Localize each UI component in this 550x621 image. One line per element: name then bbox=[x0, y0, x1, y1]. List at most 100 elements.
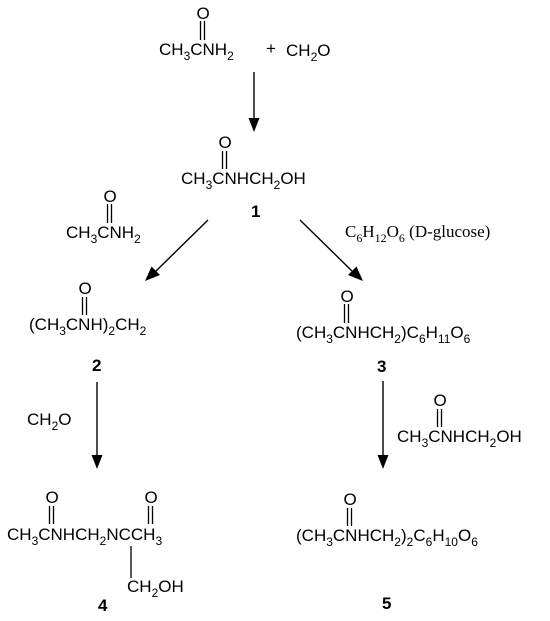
arrow-head bbox=[91, 455, 103, 469]
formula-segment: CNHCH bbox=[333, 323, 394, 342]
compound-2-label: 2 bbox=[92, 356, 101, 375]
formula-segment: C bbox=[345, 222, 356, 241]
subscript: 10 bbox=[445, 535, 459, 549]
formula-segment: OH bbox=[496, 427, 522, 446]
subscript: 3 bbox=[326, 332, 333, 346]
formula-segment: CNHCH bbox=[428, 427, 489, 446]
subscript: 3 bbox=[326, 535, 333, 549]
carbonyl-oxygen: O bbox=[197, 4, 210, 23]
subscript: 3 bbox=[32, 534, 39, 548]
compound-5-label: 5 bbox=[382, 594, 391, 613]
formula-segment: C bbox=[413, 526, 425, 545]
compound-4-branch: CH2OH bbox=[127, 577, 184, 600]
formula-segment: CH bbox=[286, 41, 311, 60]
subscript: 6 bbox=[426, 535, 433, 549]
subscript: 2 bbox=[108, 324, 115, 338]
formula-segment: CNHCH bbox=[38, 525, 99, 544]
carbonyl-oxygen: O bbox=[145, 488, 158, 507]
subscript: 2 bbox=[407, 535, 414, 549]
subscript: 2 bbox=[100, 534, 107, 548]
compound-5-formula: (CH3CNHCH2)2C6H10O6 bbox=[296, 526, 478, 549]
formula-segment: CH bbox=[27, 410, 52, 429]
carbonyl-oxygen: O bbox=[344, 490, 357, 509]
subscript: 6 bbox=[471, 535, 478, 549]
subscript: 2 bbox=[394, 535, 401, 549]
formula-segment: H bbox=[426, 323, 438, 342]
subscript: 2 bbox=[311, 50, 318, 64]
subscript: 2 bbox=[52, 419, 59, 433]
formula-segment: CNHCH bbox=[212, 169, 273, 188]
reagent-acetamide: CH3CNH2 bbox=[66, 223, 141, 246]
arrow-head bbox=[377, 455, 389, 469]
carbonyl-oxygen: O bbox=[46, 488, 59, 507]
arrow-head bbox=[348, 266, 363, 281]
arrow-head bbox=[248, 118, 260, 132]
compound-3-label: 3 bbox=[377, 357, 386, 376]
subscript: 11 bbox=[438, 332, 451, 346]
subscript: 6 bbox=[399, 231, 405, 245]
plus-sign: + bbox=[266, 39, 276, 58]
compound-1-formula: CH3CNHCH2OH bbox=[181, 169, 306, 192]
formula-segment: CNH) bbox=[66, 315, 109, 334]
subscript: 2 bbox=[227, 49, 234, 63]
compound-4-label: 4 bbox=[98, 596, 108, 615]
arrow-to-compound-3 bbox=[299, 219, 353, 272]
subscript: 6 bbox=[464, 332, 471, 346]
compound-2-formula: (CH3CNH)2CH2 bbox=[29, 315, 147, 338]
reactant-formaldehyde: CH2O bbox=[286, 41, 330, 64]
subscript: 2 bbox=[152, 586, 159, 600]
compound-1-label: 1 bbox=[251, 202, 260, 221]
subscript: 3 bbox=[184, 49, 191, 63]
compound-4-formula: CH3CNHCH2NCCH3 bbox=[7, 525, 162, 548]
carbonyl-oxygen: O bbox=[434, 391, 447, 410]
subscript: 6 bbox=[356, 231, 362, 245]
carbonyl-oxygen: O bbox=[341, 287, 354, 306]
subscript: 2 bbox=[394, 332, 401, 346]
carbonyl-oxygen: O bbox=[219, 133, 232, 152]
subscript: 12 bbox=[375, 231, 387, 245]
subscript: 2 bbox=[490, 436, 497, 450]
formula-segment: (CH bbox=[296, 323, 326, 342]
subscript: 3 bbox=[91, 232, 98, 246]
formula-segment: (CH bbox=[29, 315, 59, 334]
carbonyl-oxygen: O bbox=[79, 279, 92, 298]
formula-segment: CH bbox=[181, 169, 206, 188]
subscript: 3 bbox=[155, 534, 162, 548]
formula-segment: CH bbox=[397, 427, 422, 446]
subscript: 3 bbox=[422, 436, 429, 450]
subscript: 2 bbox=[134, 232, 141, 246]
carbonyl-oxygen: O bbox=[104, 187, 117, 206]
subscript: 6 bbox=[419, 332, 426, 346]
subscript: 3 bbox=[206, 178, 213, 192]
formula-segment: CNH bbox=[190, 40, 227, 59]
formula-segment: O bbox=[458, 526, 471, 545]
subscript: 3 bbox=[59, 324, 66, 338]
formula-segment: (CH bbox=[296, 526, 326, 545]
formula-segment: O bbox=[317, 41, 330, 60]
formula-segment: CNHCH bbox=[333, 526, 394, 545]
reagent-glucose: C6H12O6 (D-glucose) bbox=[345, 222, 490, 245]
arrow-to-compound-2 bbox=[155, 219, 209, 272]
formula-segment: CH bbox=[159, 40, 184, 59]
formula-segment: CH bbox=[115, 315, 140, 334]
formula-segment: (D-glucose) bbox=[405, 222, 490, 241]
formula-segment: CH bbox=[66, 223, 91, 242]
reactant-acetamide: CH3CNH2 bbox=[159, 40, 234, 63]
formula-segment: )C bbox=[401, 323, 419, 342]
formula-segment: CNH bbox=[97, 223, 134, 242]
formula-segment: OH bbox=[158, 577, 184, 596]
formula-segment: CH bbox=[7, 525, 32, 544]
formula-segment: H bbox=[362, 222, 374, 241]
reagent-formaldehyde: CH2O bbox=[27, 410, 71, 433]
reagent-methylol-acetamide: CH3CNHCH2OH bbox=[397, 427, 522, 450]
formula-segment: O bbox=[387, 222, 399, 241]
formula-segment: O bbox=[58, 410, 71, 429]
formula-segment: H bbox=[432, 526, 444, 545]
compound-3-formula: (CH3CNHCH2)C6H11O6 bbox=[296, 323, 471, 346]
formula-segment: OH bbox=[280, 169, 306, 188]
formula-segment: NCCH bbox=[106, 525, 155, 544]
formula-segment: ) bbox=[401, 526, 407, 545]
subscript: 2 bbox=[140, 324, 147, 338]
